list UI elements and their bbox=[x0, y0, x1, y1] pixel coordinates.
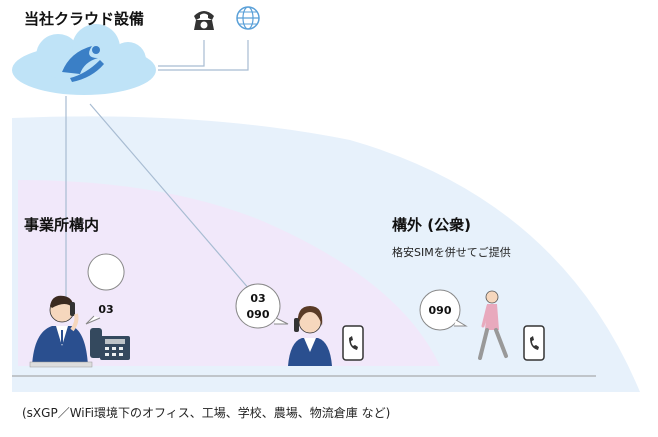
office-zone bbox=[18, 180, 440, 366]
link-cloud-globe bbox=[158, 40, 249, 71]
walking-person-icon bbox=[478, 290, 508, 360]
cloud-logo-icon bbox=[62, 46, 104, 82]
rotary-phone-icon bbox=[194, 11, 214, 30]
bubble-office-line: 03 bbox=[98, 303, 113, 316]
smartphone-icon bbox=[523, 325, 545, 361]
bubble-office: 03 bbox=[85, 253, 125, 325]
globe-icon bbox=[236, 6, 260, 30]
office-zone-label: 事業所構内 bbox=[24, 216, 100, 234]
cloud-title: 当社クラウド設備 bbox=[24, 10, 145, 28]
desk-phone-icon bbox=[90, 328, 130, 360]
footer-caption: (sXGP／WiFi環境下のオフィス、工場、学校、農場、物流倉庫 など) bbox=[22, 406, 391, 420]
bubble-middle-line: 090 bbox=[247, 308, 270, 321]
link-cloud-phone bbox=[158, 40, 205, 67]
bubble-walker: 090 bbox=[419, 289, 468, 331]
bubble-middle-line: 03 bbox=[250, 292, 265, 305]
link-cloud-middle bbox=[89, 103, 251, 291]
outdoor-zone-sub: 格安SIMを併せてご提供 bbox=[392, 246, 511, 259]
woman-worker-icon bbox=[288, 306, 332, 366]
outdoor-zone-label: 構外 (公衆) bbox=[392, 216, 471, 234]
smartphone-icon bbox=[342, 325, 364, 361]
cloud bbox=[12, 24, 156, 95]
bubble-middle: 03 090 bbox=[235, 283, 289, 329]
bubble-walker-line: 090 bbox=[429, 304, 452, 317]
office-worker-icon bbox=[29, 295, 93, 368]
